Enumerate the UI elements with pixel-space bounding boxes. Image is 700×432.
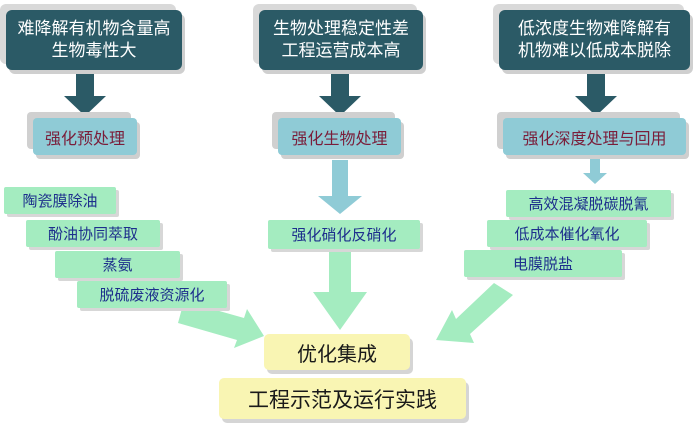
problem-left-line2: 生物毒性大 xyxy=(51,41,137,61)
down-arrow-left xyxy=(64,74,106,116)
technique-right-3-label: 电膜脱盐 xyxy=(512,255,573,273)
down-arrow-center xyxy=(319,74,361,116)
technique-right-2: 低成本催化氧化 xyxy=(487,220,647,247)
problem-box-left: 难降解有机物含量高 生物毒性大 xyxy=(6,10,182,70)
problem-left-line1: 难降解有机物含量高 xyxy=(17,19,171,39)
strategy-right-label: 强化深度处理与回用 xyxy=(522,128,667,148)
problem-box-center: 生物处理稳定性差 工程运营成本高 xyxy=(259,10,423,70)
problem-right-line1: 低浓度生物难降解有 xyxy=(518,19,671,39)
technique-left-2-label: 酚油协同萃取 xyxy=(47,225,138,243)
arrow-left-to-integration xyxy=(178,301,264,348)
problem-center-line1: 生物处理稳定性差 xyxy=(273,19,409,39)
down-arrow-center-2 xyxy=(318,160,362,214)
strategy-box-right: 强化深度处理与回用 xyxy=(503,118,686,155)
integration-label: 优化集成 xyxy=(297,341,377,366)
technique-right-3: 电膜脱盐 xyxy=(464,250,622,277)
arrow-center-to-integration xyxy=(313,248,367,330)
integration-box: 优化集成 xyxy=(264,334,410,370)
technique-left-1-label: 陶瓷膜除油 xyxy=(22,192,98,210)
technique-left-3: 蒸氨 xyxy=(55,251,180,278)
strategy-box-left: 强化预处理 xyxy=(33,118,137,155)
technique-left-2: 酚油协同萃取 xyxy=(26,220,160,247)
technique-right-1-label: 高效混凝脱碳脱氰 xyxy=(528,195,649,213)
strategy-center-label: 强化生物处理 xyxy=(291,128,388,148)
down-arrow-right-2 xyxy=(583,158,607,184)
practice-box: 工程示范及运行实践 xyxy=(219,378,466,419)
down-arrow-right xyxy=(575,74,617,116)
problem-center-line2: 工程运营成本高 xyxy=(281,41,401,61)
technique-center-label: 强化硝化反硝化 xyxy=(291,226,397,244)
practice-label: 工程示范及运行实践 xyxy=(248,387,437,412)
problem-box-right: 低浓度生物难降解有 机物难以低成本脱除 xyxy=(499,10,690,70)
strategy-left-label: 强化预处理 xyxy=(44,128,125,148)
technique-left-1: 陶瓷膜除油 xyxy=(4,187,116,214)
technique-left-4: 脱硫废液资源化 xyxy=(77,281,227,308)
strategy-box-center: 强化生物处理 xyxy=(278,118,401,155)
technique-left-3-label: 蒸氨 xyxy=(102,256,133,274)
problem-right-line2: 机物难以低成本脱除 xyxy=(518,41,671,61)
technique-left-4-label: 脱硫废液资源化 xyxy=(99,286,205,304)
technique-right-2-label: 低成本催化氧化 xyxy=(514,225,620,243)
technique-center: 强化硝化反硝化 xyxy=(268,220,420,249)
arrow-right-to-integration xyxy=(436,283,513,343)
technique-right-1: 高效混凝脱碳脱氰 xyxy=(506,190,671,217)
